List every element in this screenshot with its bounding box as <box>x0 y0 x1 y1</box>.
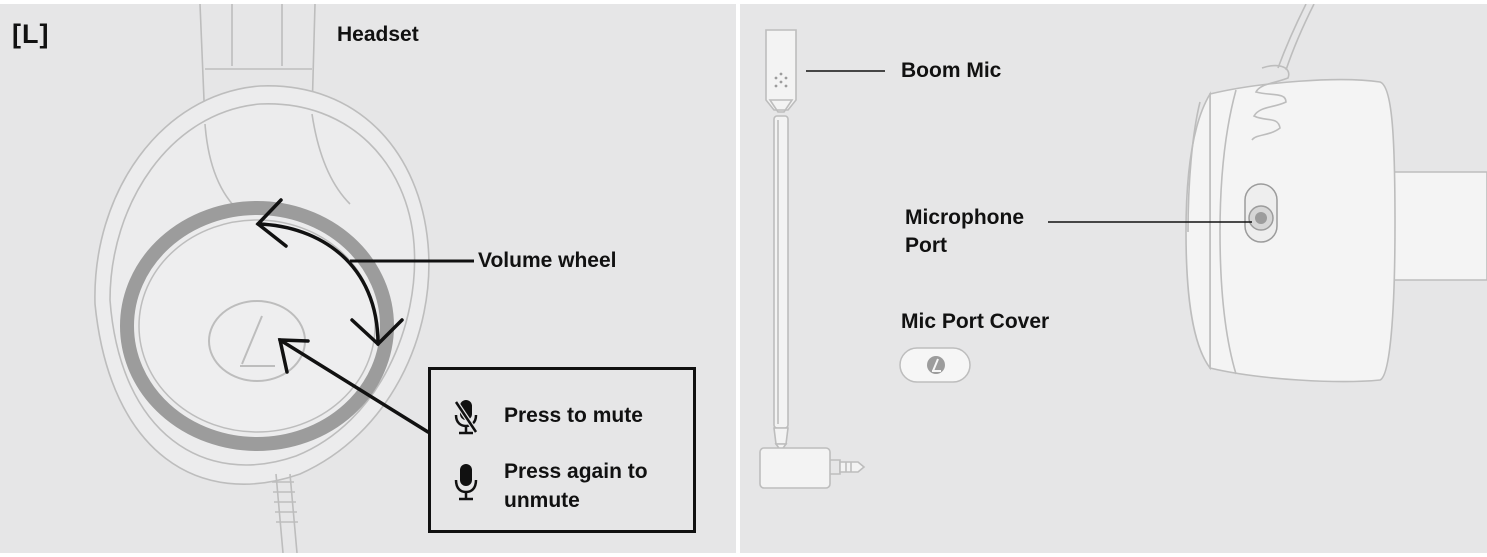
mic-icon <box>453 462 479 507</box>
mic-port-cover-shape <box>899 347 971 383</box>
mic-port-slot <box>1244 183 1278 243</box>
mic-panel: Boom Mic Microphone Port Mic Port Cover <box>740 4 1487 553</box>
mute-callout-box: Press to mute Press again to unmute <box>428 367 696 533</box>
unmute-text-line1: Press again to <box>504 460 648 483</box>
plug-housing <box>759 447 831 489</box>
mic-port-label-line2: Port <box>905 234 947 257</box>
mic-port-label-line1: Microphone <box>905 206 1024 229</box>
boom-mic-head <box>765 29 797 111</box>
earcup-cable <box>1251 4 1315 141</box>
mic-port-cover-label: Mic Port Cover <box>901 310 1050 333</box>
ear-shell-inner <box>109 103 416 466</box>
volume-ring <box>120 201 394 451</box>
headset-panel: [L] Headset Volume wheel Press to mute <box>0 4 736 553</box>
volume-arrow <box>255 198 404 347</box>
unmute-text-line2: unmute <box>504 489 580 512</box>
boom-arm <box>773 115 789 429</box>
mic-muted-icon <box>453 398 479 441</box>
press-arrow <box>277 338 430 434</box>
side-indicator: [L] <box>12 19 50 49</box>
headband-inner <box>205 4 312 70</box>
mic-grille <box>774 72 788 88</box>
cable <box>275 473 298 553</box>
mic-illustration <box>759 4 1487 489</box>
cable-strain-relief <box>272 481 298 523</box>
side-earcup <box>1185 78 1487 383</box>
plug-tip <box>839 461 866 473</box>
plug-neck <box>773 427 789 445</box>
mute-text: Press to mute <box>504 404 643 427</box>
headset-title: Headset <box>337 23 419 46</box>
volume-wheel-label: Volume wheel <box>478 249 617 272</box>
headset-illustration <box>94 4 474 553</box>
boom-mic-label: Boom Mic <box>901 59 1002 82</box>
